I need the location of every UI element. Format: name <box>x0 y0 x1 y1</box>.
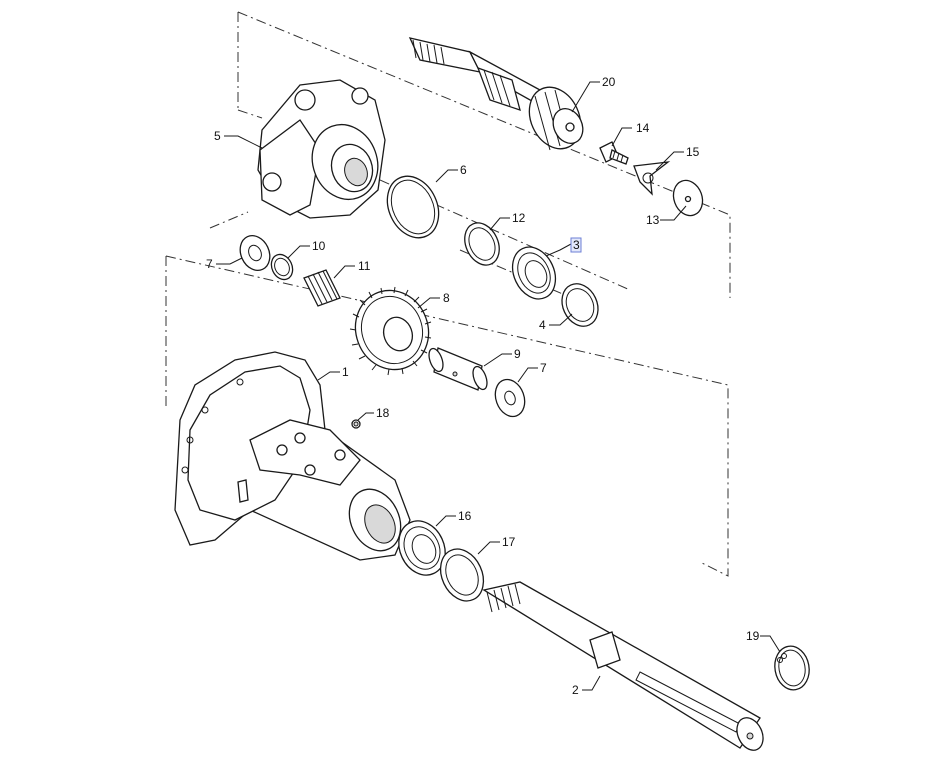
part-18-plug[interactable] <box>351 419 361 429</box>
callout-13[interactable]: 13 <box>646 213 660 227</box>
callout-4[interactable]: 4 <box>539 318 546 332</box>
part-12-shim[interactable] <box>458 217 506 270</box>
part-13-washer[interactable] <box>669 176 708 219</box>
part-17-seal[interactable] <box>432 542 491 608</box>
part-14-bolt[interactable] <box>599 141 629 165</box>
part-7-thrust-washer-left[interactable] <box>235 231 276 275</box>
callout-5[interactable]: 5 <box>214 129 221 143</box>
part-4-bearing-race[interactable] <box>555 278 604 332</box>
leader-lines <box>216 81 781 691</box>
callout-20[interactable]: 20 <box>602 75 616 89</box>
callout-11[interactable]: 11 <box>358 259 371 273</box>
callout-3-highlight <box>570 237 582 253</box>
callout-7-right[interactable]: 7 <box>540 361 547 375</box>
callout-14[interactable]: 14 <box>636 121 650 135</box>
part-9-gear-pin[interactable] <box>426 347 489 392</box>
callout-16[interactable]: 16 <box>458 509 472 523</box>
callout-12[interactable]: 12 <box>512 211 526 225</box>
part-6-snap-ring[interactable] <box>378 168 449 246</box>
part-10-spacer-ring[interactable] <box>267 251 296 283</box>
callout-10[interactable]: 10 <box>312 239 326 253</box>
part-5-flange-housing[interactable] <box>257 79 388 219</box>
part-16-bearing[interactable] <box>390 513 454 582</box>
callout-1[interactable]: 1 <box>342 365 349 379</box>
callout-2[interactable]: 2 <box>572 683 579 697</box>
callout-17[interactable]: 17 <box>502 535 516 549</box>
callout-15[interactable]: 15 <box>686 145 700 159</box>
part-11-needle-bearing[interactable] <box>303 269 341 307</box>
callout-8[interactable]: 8 <box>443 291 450 305</box>
part-15-lock-plate[interactable] <box>633 161 671 196</box>
upper-assembly-boundary <box>237 11 731 298</box>
part-8-idler-gear[interactable] <box>344 280 439 380</box>
callout-19[interactable]: 19 <box>746 629 760 643</box>
callout-9[interactable]: 9 <box>514 347 521 361</box>
callout-labels: 20 14 15 13 5 6 12 3 7 10 11 8 4 9 7 1 1… <box>206 75 760 697</box>
callout-6[interactable]: 6 <box>460 163 467 177</box>
part-19-snap-ring[interactable] <box>771 643 812 692</box>
part-3-bearing[interactable] <box>504 240 563 306</box>
part-2-output-shaft[interactable] <box>482 581 768 754</box>
callout-3[interactable]: 3 <box>573 238 580 252</box>
middle-assembly-boundary <box>165 211 729 577</box>
callout-18[interactable]: 18 <box>376 406 390 420</box>
callout-7-left[interactable]: 7 <box>206 257 213 271</box>
part-1-axle-housing[interactable] <box>174 351 411 561</box>
part-20-pinion-shaft[interactable] <box>408 37 590 157</box>
part-7-thrust-washer-right[interactable] <box>490 375 529 420</box>
